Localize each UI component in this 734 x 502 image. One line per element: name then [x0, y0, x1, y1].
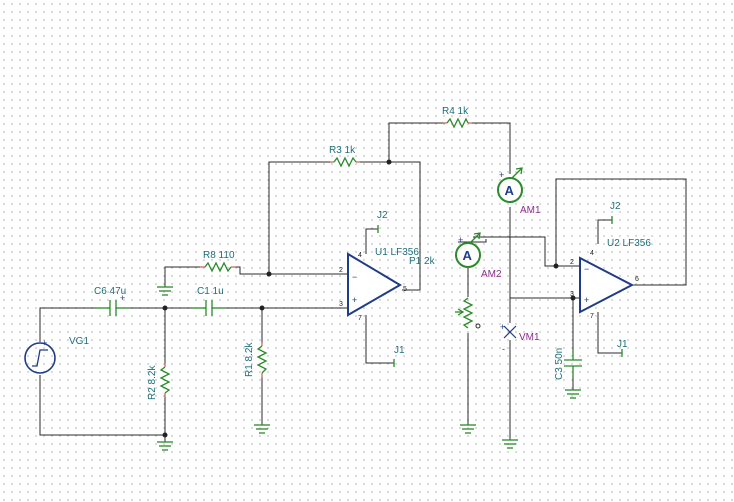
ground-symbols [157, 286, 581, 451]
label-c3: C3 50n [554, 348, 565, 380]
ammeter-am2-symbol: A [463, 248, 473, 263]
ground-vm1-icon [502, 439, 518, 449]
ground-vg1-icon [157, 435, 173, 451]
label-r2: R2 8.2k [147, 365, 158, 400]
ground-r1-icon [254, 424, 270, 434]
svg-text:+: + [42, 338, 47, 348]
svg-text:-: - [502, 344, 505, 354]
opamp-u1[interactable]: − + 2 3 5 4 7 [339, 252, 407, 322]
wires [39, 122, 687, 440]
svg-text:+: + [500, 322, 505, 332]
voltmeter-vm1[interactable]: + - [500, 322, 517, 354]
label-am1: AM1 [520, 205, 541, 216]
ground-r8-icon [157, 286, 173, 296]
capacitor-c6[interactable]: + [96, 293, 130, 316]
label-j1-u2: J1 [617, 339, 628, 350]
resistor-r1[interactable] [256, 342, 268, 378]
u2-pin-3: 3 [570, 291, 574, 298]
svg-text:+: + [120, 293, 125, 303]
label-u1: U1 LF356 [375, 247, 419, 258]
ammeter-am2[interactable]: A + [455, 232, 481, 268]
resistor-r3[interactable] [330, 156, 360, 168]
svg-text:4: 4 [358, 252, 362, 259]
resistor-r2[interactable] [159, 363, 171, 397]
svg-text:+: + [352, 295, 357, 305]
voltage-source-vg1[interactable]: + [24, 338, 56, 374]
jumper-terminals [377, 216, 623, 367]
label-am2: AM2 [481, 269, 502, 280]
svg-text:7: 7 [590, 313, 594, 320]
ground-p1-icon [460, 424, 476, 434]
potentiometer-p1[interactable] [455, 297, 481, 329]
ammeter-am1-plus-sign: + [499, 170, 504, 180]
resistor-r4[interactable] [443, 117, 472, 129]
capacitor-c1[interactable] [192, 300, 226, 316]
label-j1-u1: J1 [394, 345, 405, 356]
label-j2-u1: J2 [377, 210, 388, 221]
svg-text:4: 4 [590, 250, 594, 257]
opamp-u2[interactable]: − + 2 3 6 4 7 [570, 250, 639, 320]
ammeter-am1[interactable]: A + [497, 167, 523, 203]
u1-pin-2: 2 [339, 267, 343, 274]
svg-text:−: − [352, 272, 357, 282]
label-r3: R3 1k [329, 145, 356, 156]
label-c1: C1 1u [197, 286, 224, 297]
label-r8: R8 110 [203, 250, 235, 261]
label-vg1: VG1 [69, 336, 89, 347]
u2-pin-2: 2 [570, 259, 574, 266]
u2-pin-6: 6 [635, 276, 639, 283]
label-j2-u2: J2 [610, 201, 621, 212]
ammeter-am1-symbol: A [505, 183, 515, 198]
label-r1: R1 8.2k [244, 342, 255, 377]
label-u2: U2 LF356 [607, 238, 651, 249]
label-c6: C6 47u [94, 286, 126, 297]
junctions [162, 159, 576, 438]
label-p1: P1 2k [409, 256, 436, 267]
ammeter-am2-plus-sign: + [458, 235, 463, 245]
label-r4: R4 1k [442, 106, 469, 117]
label-vm1: VM1 [519, 332, 540, 343]
svg-text:7: 7 [358, 315, 362, 322]
svg-text:5: 5 [403, 286, 407, 293]
capacitor-c3[interactable] [564, 350, 582, 377]
svg-text:−: − [584, 264, 589, 274]
svg-text:+: + [584, 295, 589, 305]
resistor-r8[interactable] [200, 261, 236, 273]
component-labels: R4 1k R3 1k R8 110 C6 47u C1 1u VG1 U1 L… [69, 106, 651, 400]
ground-c3-icon [565, 389, 581, 399]
u1-pin-3: 3 [339, 301, 343, 308]
